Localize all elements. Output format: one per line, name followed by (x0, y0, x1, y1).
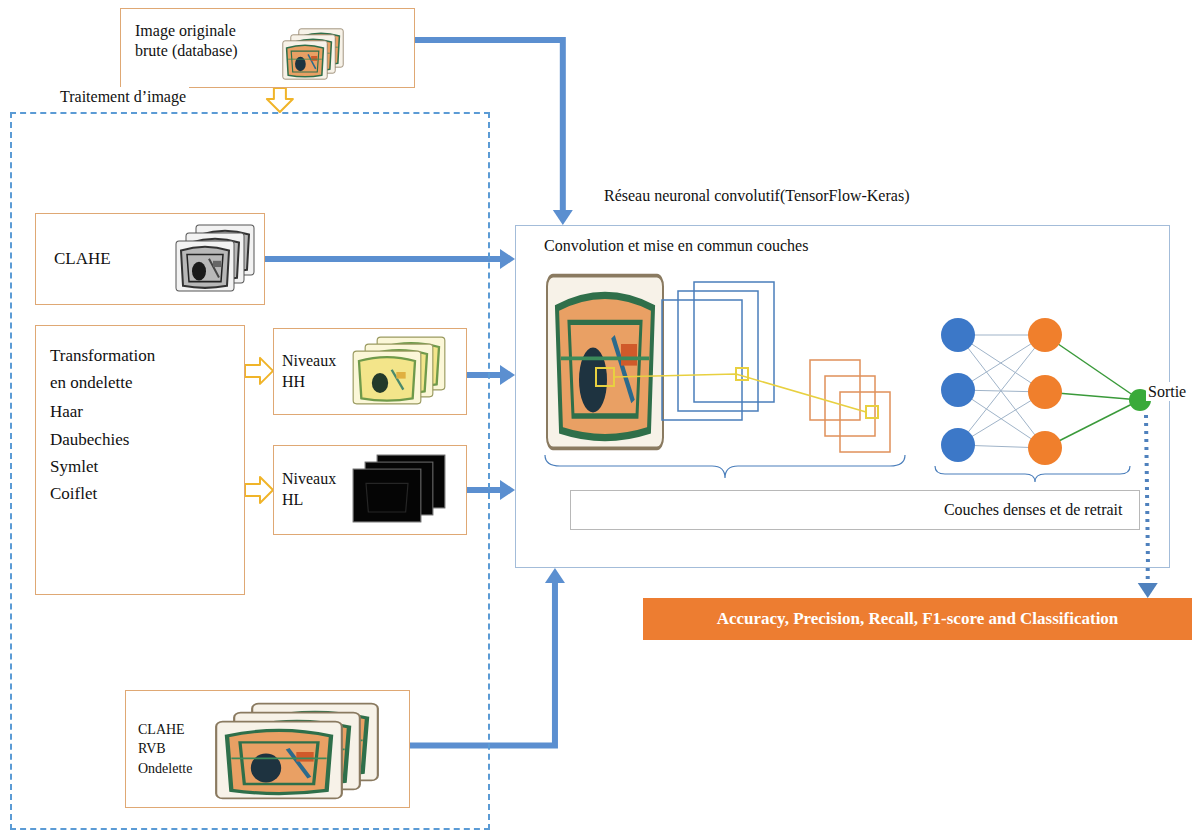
hh-image-stack (353, 337, 445, 404)
hollow-arrow-shape (245, 358, 273, 384)
layer-band: Couches denses et de retrait (570, 490, 1140, 530)
node-label: Accuracy, Precision, Recall, F1-score an… (717, 608, 1119, 629)
arrow-line (467, 372, 502, 378)
result-box: Niveaux HH (273, 328, 467, 415)
arrow-line (467, 487, 502, 493)
arrow-line (1146, 568, 1150, 585)
node-label: CLAHE RVB Ondelette (138, 720, 192, 779)
hollow-arrow (267, 88, 293, 112)
flow-arrow (467, 365, 515, 385)
flow-arrow (1138, 568, 1158, 598)
arrow-head (500, 249, 515, 269)
flow-arrow (265, 249, 515, 269)
result-box: Niveaux HL (273, 445, 467, 535)
process-box: CLAHE RVB Ondelette (125, 690, 410, 808)
flow-arrow (410, 568, 565, 745)
process-box: CLAHE (35, 213, 265, 305)
node-label: CLAHE (54, 248, 111, 269)
hollow-arrow (245, 477, 273, 503)
arrow-head (500, 365, 515, 385)
arrow-line (410, 581, 555, 745)
node-label: Image originale brute (database) (135, 21, 270, 61)
flow-arrow (467, 480, 515, 500)
node-label: Haar Daubechies Symlet Coiflet (50, 398, 129, 507)
node-label: Traitement d’image (57, 87, 189, 107)
node-label: Couches denses et de retrait (944, 500, 1123, 520)
output-bar: Accuracy, Precision, Recall, F1-score an… (643, 598, 1192, 640)
hollow-arrow-shape (245, 477, 273, 503)
source-box: Image originale brute (database) (120, 8, 415, 88)
node-label: Niveaux HH (282, 351, 336, 393)
network-box: Réseau neuronal convolutif(TensorFlow-Ke… (515, 225, 1170, 568)
edge-label: Sortie (1146, 382, 1188, 401)
node-label: Réseau neuronal convolutif(TensorFlow-Ke… (604, 186, 1202, 206)
arrow-head (500, 480, 515, 500)
hollow-arrow (245, 358, 273, 384)
cnn-illustration (545, 276, 1151, 566)
node-label: Niveaux HL (282, 469, 336, 511)
arrow-head (545, 568, 565, 583)
raw-image-stack (283, 29, 343, 79)
hl-image-stack (353, 455, 445, 522)
flow-arrow (415, 40, 573, 225)
node-label: Transformation en ondelette (50, 342, 168, 396)
hollow-arrow-shape (267, 88, 293, 112)
node-label: Convolution et mise en commun couches (544, 236, 808, 256)
arrow-head (1138, 583, 1158, 598)
process-box: Transformation en ondeletteHaar Daubechi… (35, 325, 245, 595)
combined-image-stack (216, 704, 378, 799)
processing-region: Traitement d’imageCLAHETransformation en… (10, 112, 490, 830)
arrow-head (553, 210, 573, 225)
arrow-line (265, 256, 502, 262)
clahe-image-stack (176, 225, 254, 291)
